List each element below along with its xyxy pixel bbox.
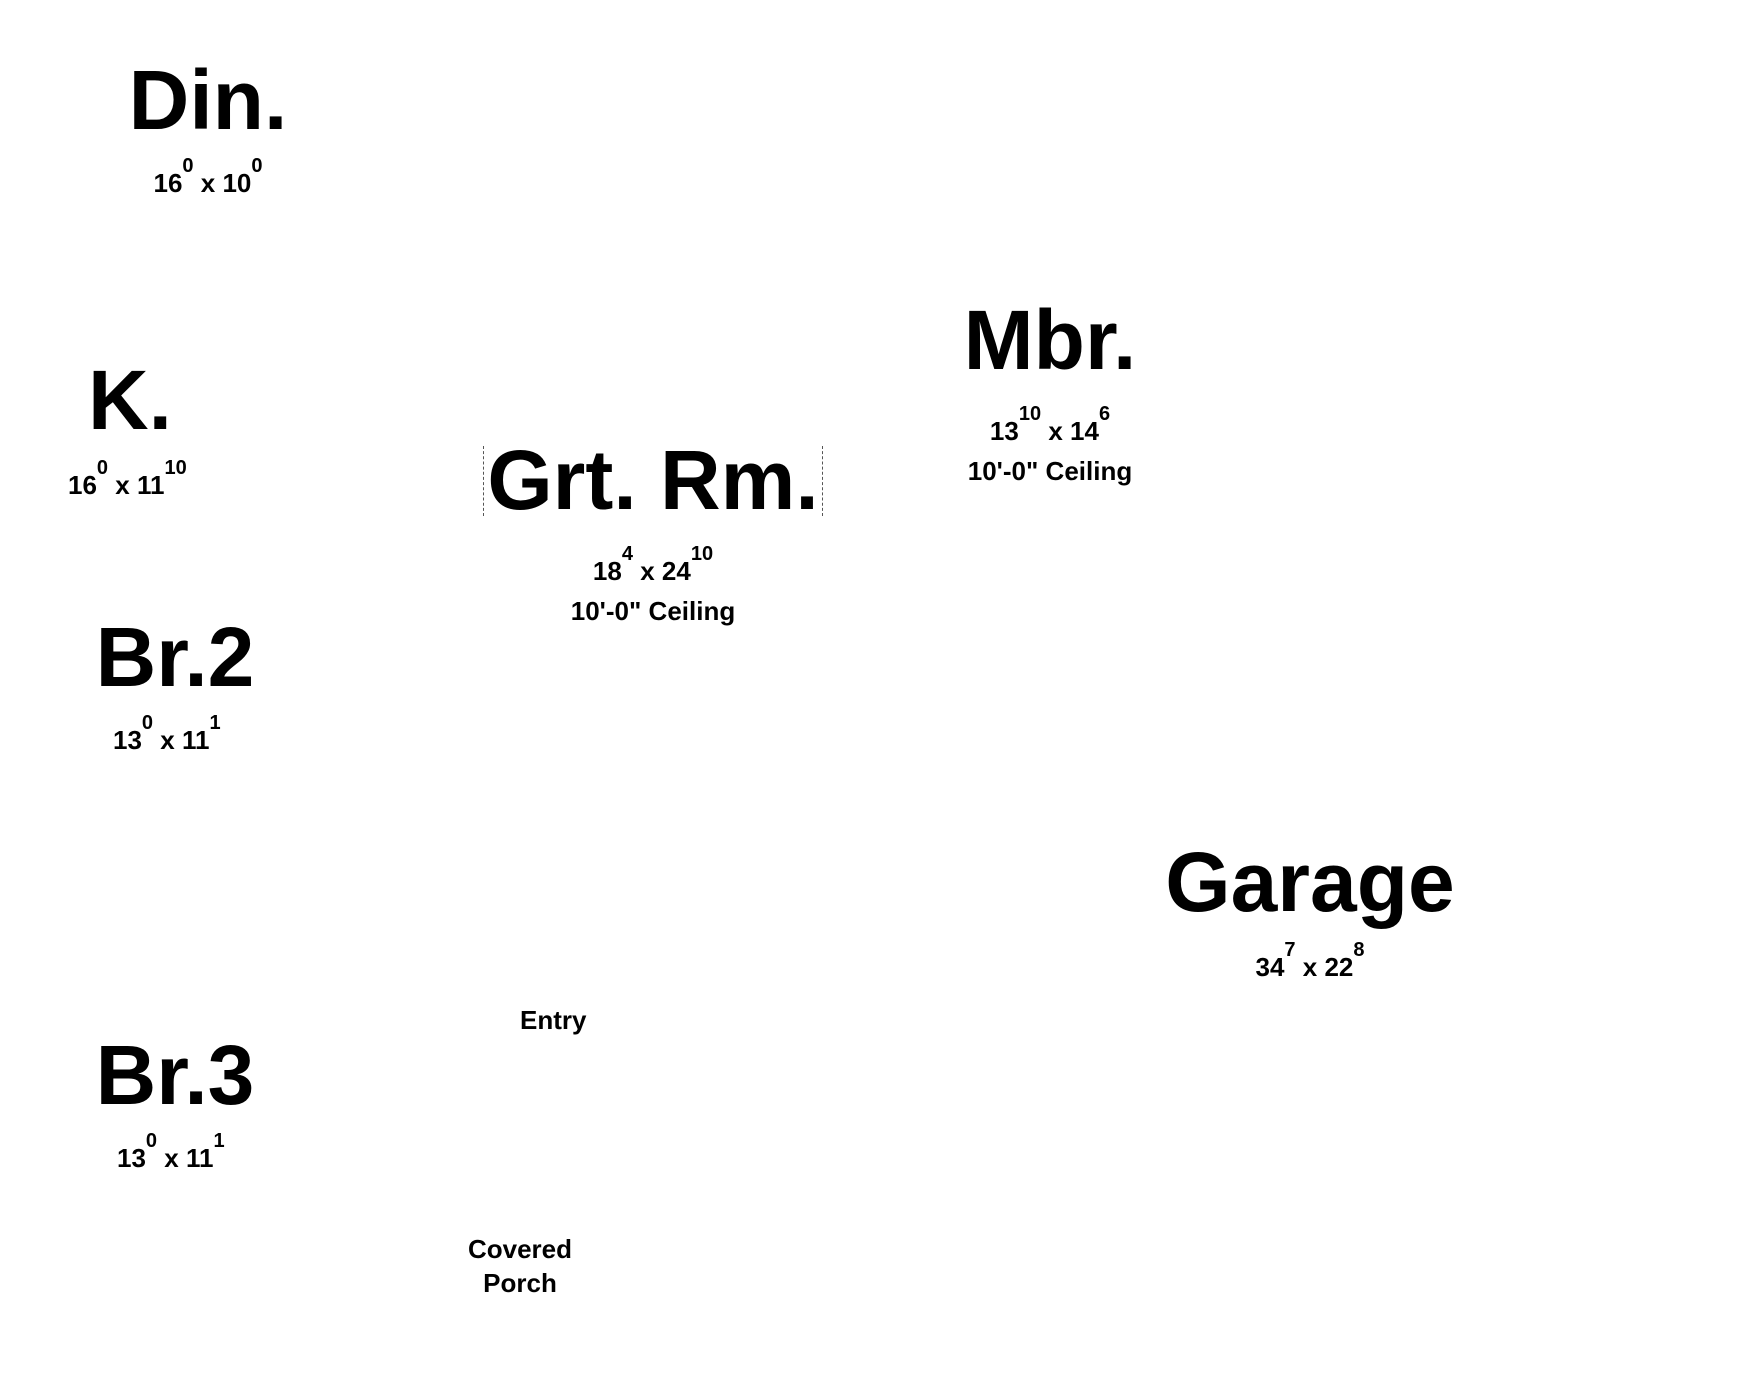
room-bedroom-2-dimensions: 130 x 111 bbox=[113, 712, 221, 755]
guide-line-right bbox=[822, 446, 823, 516]
room-master-bedroom-name: Mbr. bbox=[963, 293, 1137, 387]
room-kitchen-dimensions: 160 x 1110 bbox=[68, 457, 187, 500]
room-dining-dimensions: 160 x 100 bbox=[153, 155, 263, 198]
entry-label: Entry bbox=[520, 1005, 587, 1035]
room-great-room: Grt. Rm. 184 x 2410 10'-0" Ceiling bbox=[473, 438, 833, 624]
room-master-bedroom-dimensions: 1310 x 146 bbox=[989, 403, 1111, 446]
covered-porch-line-2: Porch bbox=[483, 1267, 557, 1298]
room-great-room-ceiling: 10'-0" Ceiling bbox=[570, 596, 736, 626]
room-great-room-name: Grt. Rm. bbox=[487, 433, 819, 527]
room-kitchen: K. 160 x 1110 bbox=[68, 358, 218, 498]
room-garage: Garage 347 x 228 bbox=[1150, 840, 1470, 980]
room-kitchen-name: K. bbox=[88, 353, 172, 447]
covered-porch-line-1: Covered bbox=[467, 1234, 573, 1264]
room-bedroom-3: Br.3 130 x 111 bbox=[85, 1033, 265, 1171]
room-bedroom-3-name: Br.3 bbox=[95, 1028, 255, 1122]
room-bedroom-2: Br.2 130 x 111 bbox=[85, 615, 265, 753]
room-dining-name: Din. bbox=[128, 53, 288, 147]
room-garage-name: Garage bbox=[1165, 835, 1455, 929]
room-master-bedroom-ceiling: 10'-0" Ceiling bbox=[967, 456, 1133, 486]
room-dining: Din. 160 x 100 bbox=[128, 58, 288, 196]
room-bedroom-2-name: Br.2 bbox=[95, 610, 255, 704]
room-garage-dimensions: 347 x 228 bbox=[1255, 939, 1365, 982]
guide-line-left bbox=[483, 446, 484, 516]
room-great-room-dimensions: 184 x 2410 bbox=[592, 543, 714, 586]
room-bedroom-3-dimensions: 130 x 111 bbox=[117, 1130, 225, 1173]
covered-porch-label: Covered Porch bbox=[455, 1233, 585, 1301]
room-master-bedroom: Mbr. 1310 x 146 10'-0" Ceiling bbox=[945, 298, 1155, 484]
